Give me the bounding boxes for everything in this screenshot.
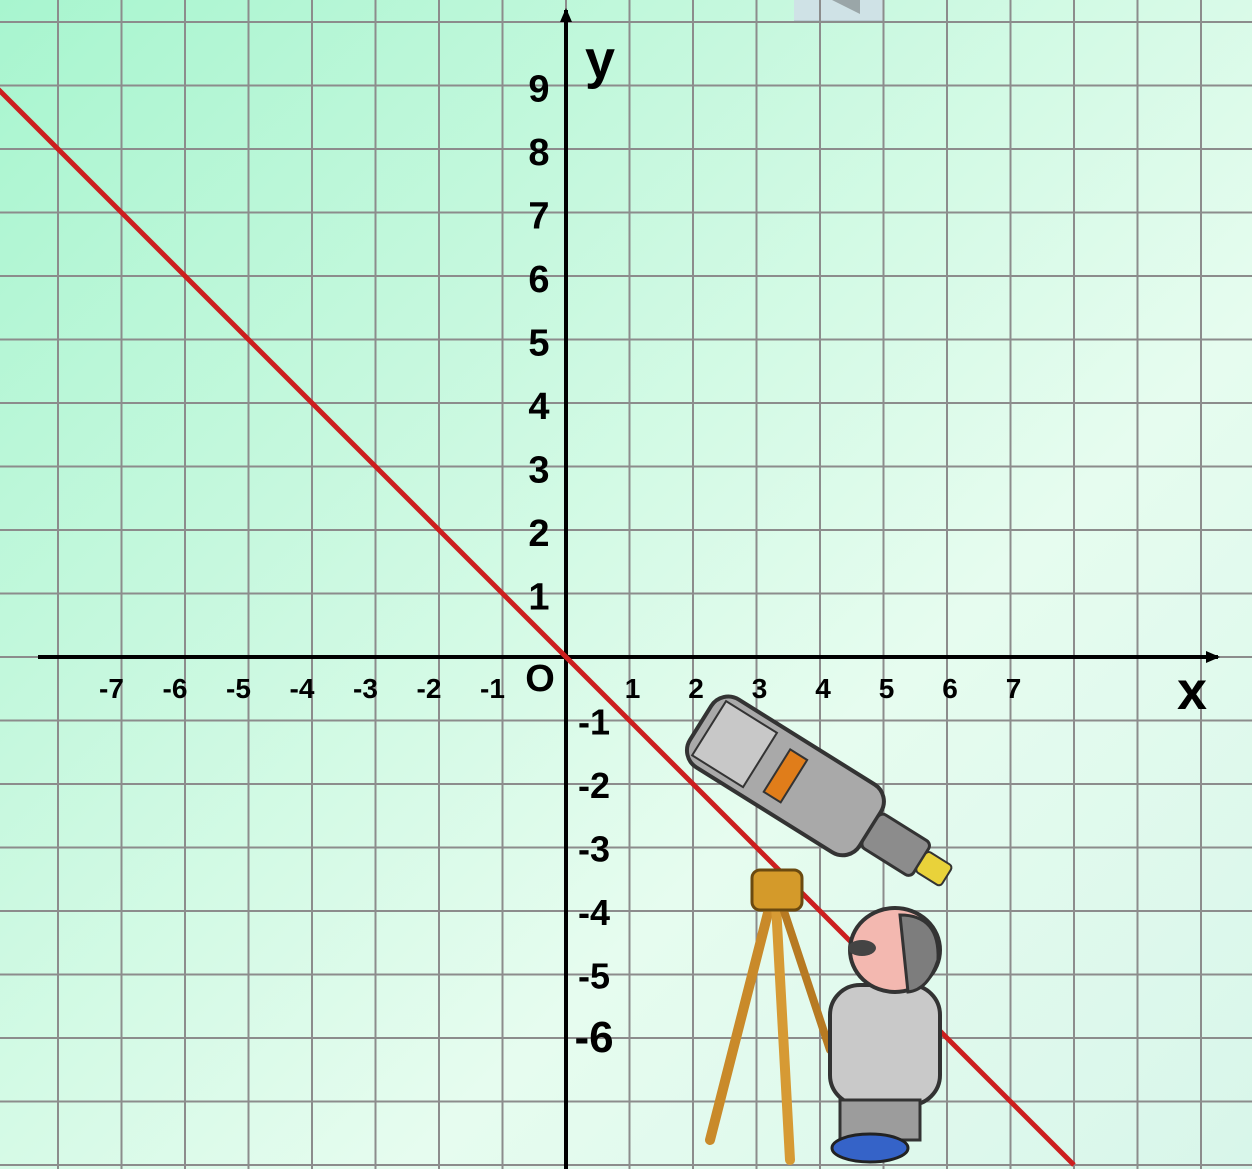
y-tick-label: 3 [528,450,549,492]
y-tick-label: 5 [528,323,549,365]
y-tick-label: -1 [578,702,610,743]
y-tick-label: 4 [528,386,549,428]
x-tick-label: -1 [480,673,505,704]
origin-label: O [525,658,555,700]
astronomer-illustration [684,694,953,1165]
y-tick-label: -6 [574,1013,613,1062]
x-tick-label: -5 [226,673,251,704]
y-tick-label: 7 [528,196,549,238]
x-tick-label: 7 [1006,673,1022,704]
y-tick-label: -5 [578,956,610,997]
y-tick-label: -2 [578,765,610,806]
x-axis-label: x [1177,661,1207,721]
x-tick-label: 6 [942,673,958,704]
y-tick-label: -3 [578,829,610,870]
axes [38,8,1220,1169]
y-axis-label: y [585,30,615,90]
x-tick-label: 1 [625,673,641,704]
y-tick-label: -4 [578,892,610,933]
x-tick-label: -7 [99,673,124,704]
y-tick-label: 8 [528,132,549,174]
y-tick-label: 6 [528,259,549,301]
x-tick-label: 3 [752,673,768,704]
x-tick-label: 5 [879,673,895,704]
x-tick-label: 2 [688,673,704,704]
x-tick-label: -6 [163,673,188,704]
x-tick-label: -4 [290,673,315,704]
x-tick-label: -3 [353,673,378,704]
y-tick-label: 2 [528,513,549,555]
triangle-left-icon [832,0,860,14]
x-tick-label: 4 [815,673,831,704]
x-tick-label: -2 [417,673,442,704]
y-tick-label: 9 [528,69,549,111]
tick-labels: -7 -6 -5 -4 -3 -2 -1 1 2 3 4 5 6 7 1 2 3 4 5 6 7 8 9 -1 -2 -3 -4 -5… [99,30,1207,1062]
prev-slide-button[interactable] [794,0,884,21]
y-tick-label: 1 [528,577,549,619]
